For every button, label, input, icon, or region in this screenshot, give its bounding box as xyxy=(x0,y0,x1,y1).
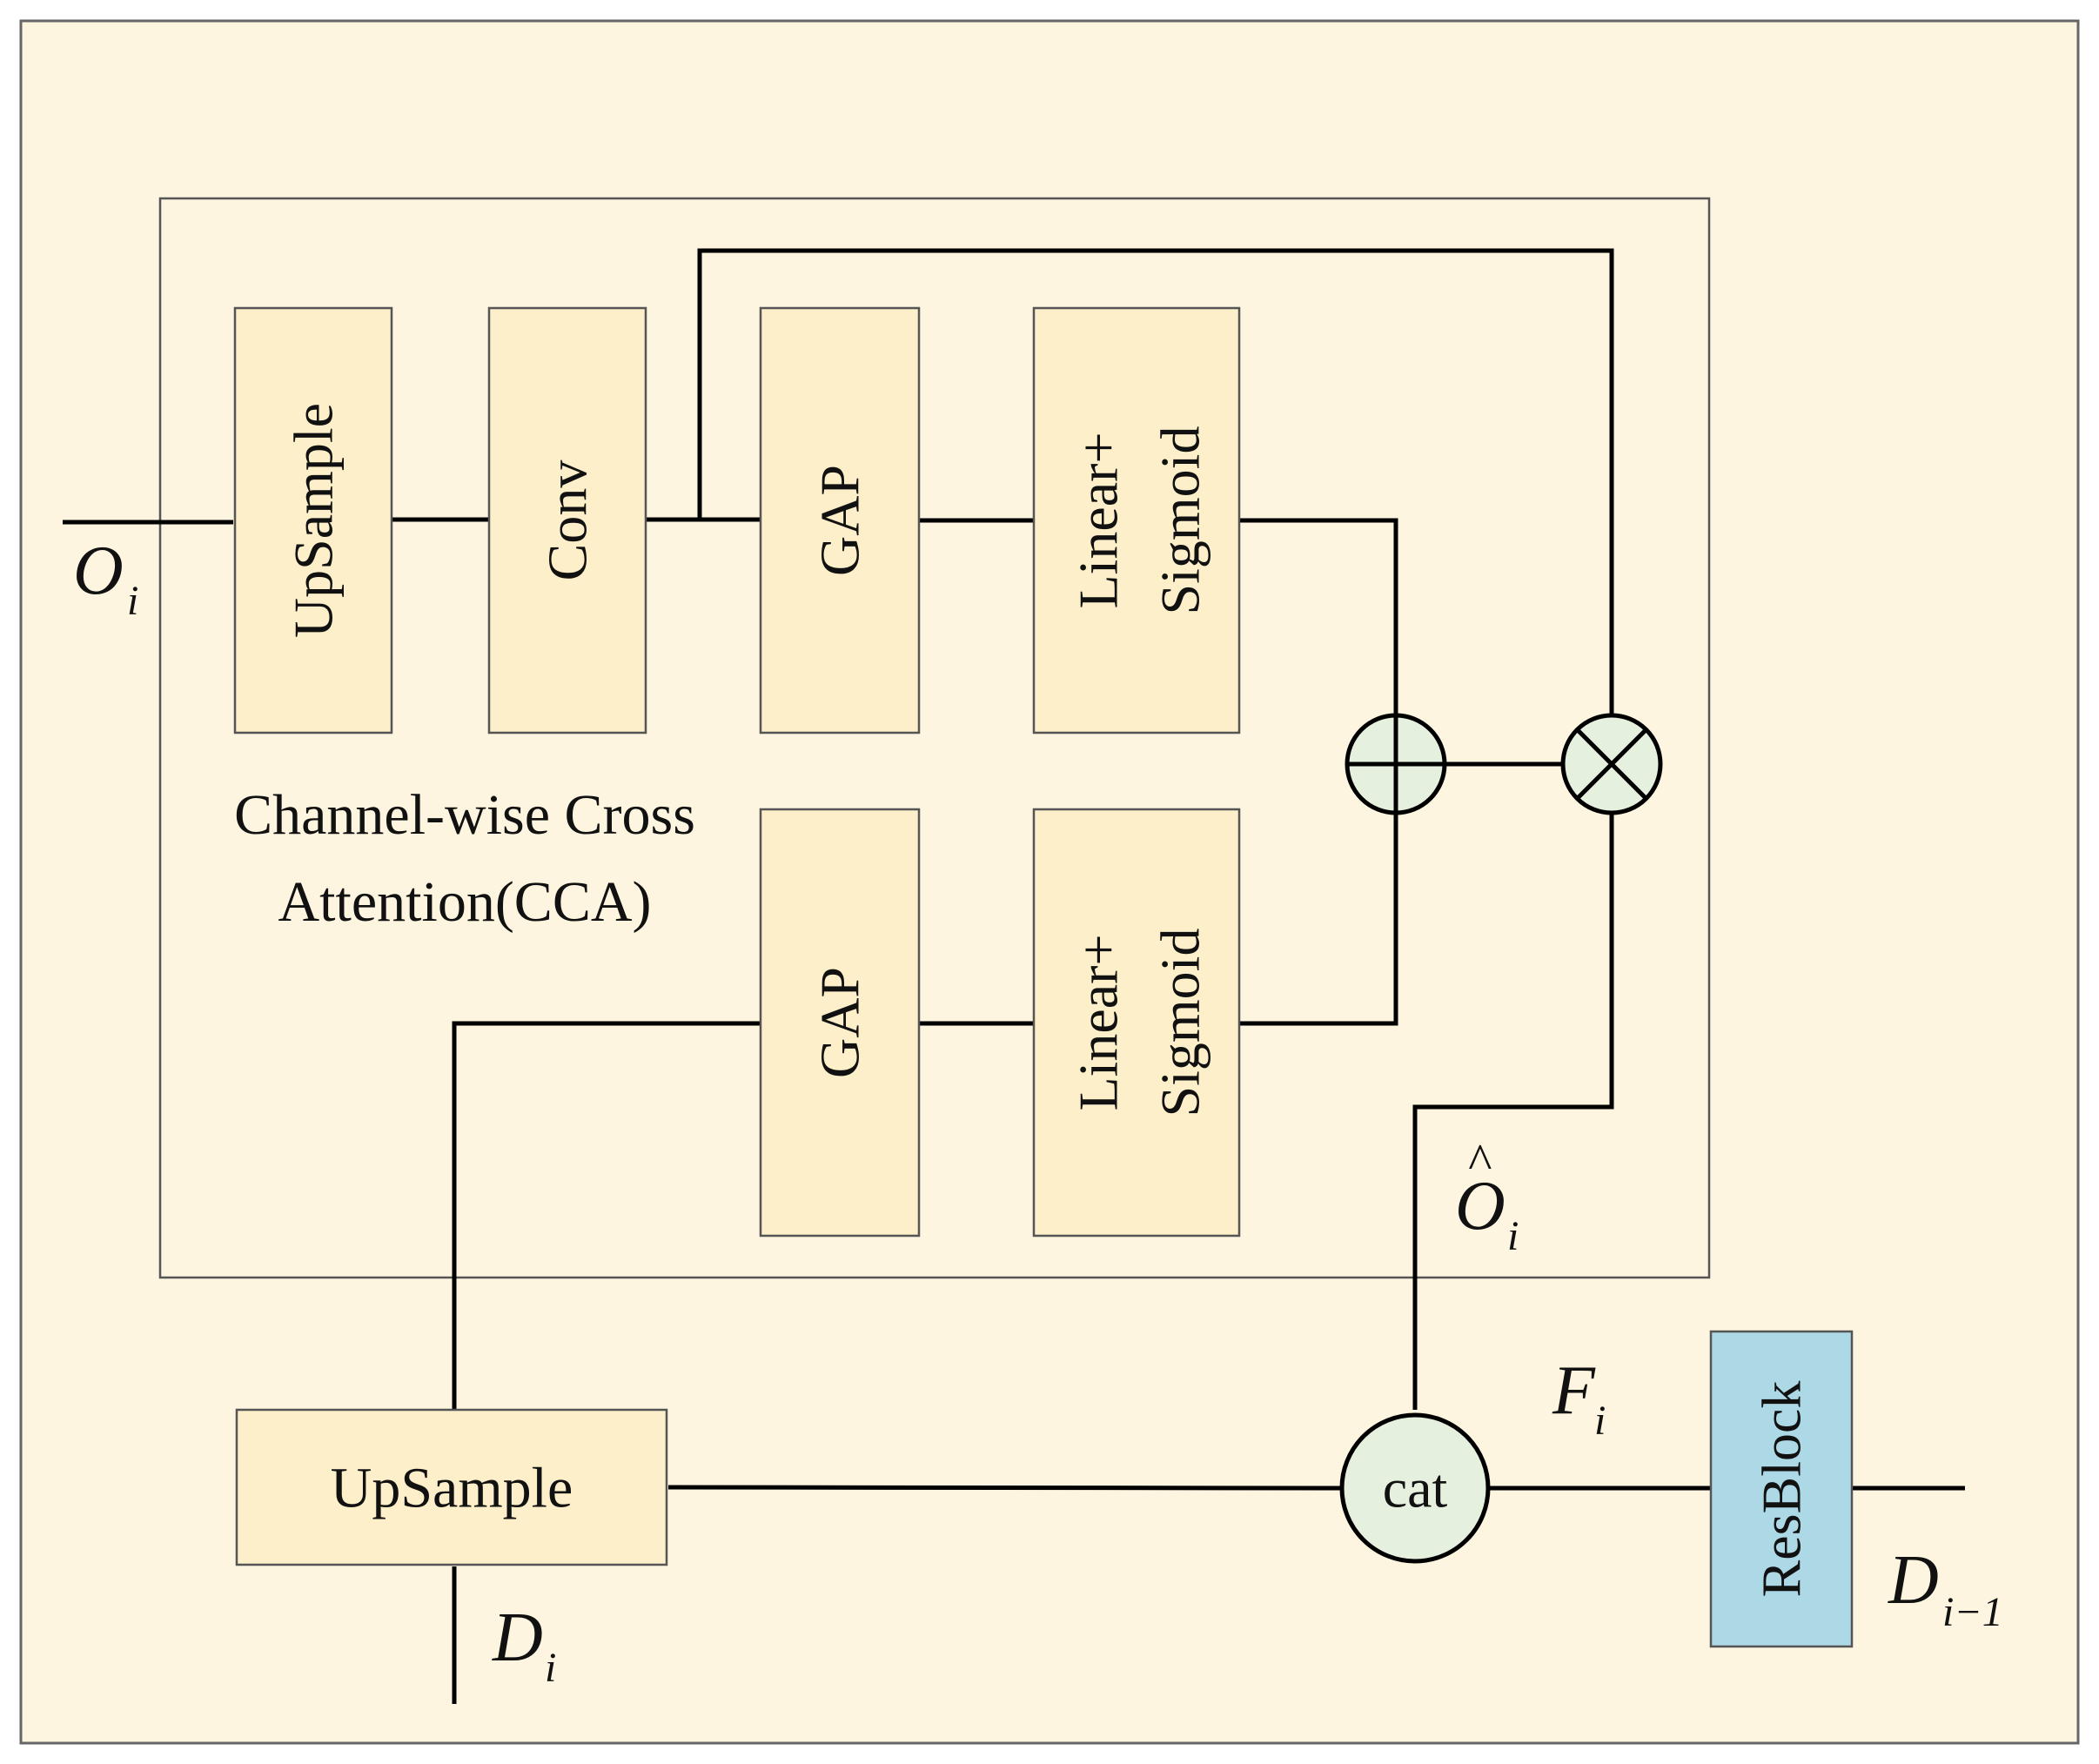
block-gap-bottom-label: GAP xyxy=(809,967,871,1078)
block-upsample-top: UpSample xyxy=(233,306,393,734)
cca-module-box xyxy=(158,197,1711,1279)
cat-operator: cat xyxy=(1339,1412,1491,1564)
arrow-linear-bottom-to-add xyxy=(1239,813,1398,1026)
symbol-o-i: O i xyxy=(73,533,138,624)
block-linear-top-label-2: Sigmoid xyxy=(1150,426,1211,615)
multiply-operator-icon xyxy=(1560,713,1663,815)
connection-lines xyxy=(63,248,1965,1704)
block-gap-top-label: GAP xyxy=(809,465,871,576)
block-conv-label: Conv xyxy=(537,460,599,581)
block-linear-bottom-label-1: Linear+ xyxy=(1068,934,1130,1110)
add-operator-icon xyxy=(1345,713,1447,815)
symbol-d-out-sub: i−1 xyxy=(1942,1589,2003,1635)
block-upsample-top-label: UpSample xyxy=(283,403,345,638)
symbol-d-i-sub: i xyxy=(545,1645,556,1691)
symbol-o-hat-base: O xyxy=(1455,1168,1506,1244)
block-gap-bottom: GAP xyxy=(759,808,921,1237)
block-upsample-bottom-label: UpSample xyxy=(331,1457,573,1520)
symbol-d-out-base: D xyxy=(1888,1542,1939,1619)
arrow-upsample-to-gap-bottom xyxy=(452,1021,761,1410)
cca-label-line2: Attention(CCA) xyxy=(278,870,652,934)
cat-label: cat xyxy=(1383,1458,1448,1519)
arrow-multiply-to-cat xyxy=(1412,813,1614,1410)
block-gap-top: GAP xyxy=(759,306,921,734)
block-linear-sigmoid-bottom: Linear+ Sigmoid xyxy=(1032,808,1241,1237)
symbol-d-i-minus-1: D i−1 xyxy=(1888,1542,2003,1635)
symbol-o-hat-mark: ^ xyxy=(1467,1133,1492,1190)
symbol-o-i-base: O xyxy=(73,533,124,609)
block-resblock-label: ResBlock xyxy=(1751,1381,1813,1598)
block-resblock: ResBlock xyxy=(1709,1330,1854,1648)
block-upsample-bottom: UpSample xyxy=(235,1408,668,1566)
symbol-f-i-sub: i xyxy=(1594,1398,1606,1444)
block-conv: Conv xyxy=(487,306,647,734)
symbol-f-i-base: F xyxy=(1552,1352,1596,1429)
skip-path-conv-to-multiply xyxy=(697,248,1614,715)
symbol-o-i-sub: i xyxy=(127,578,138,624)
symbol-d-i-base: D xyxy=(492,1600,543,1676)
symbol-o-hat-i: ^ O i xyxy=(1455,1133,1519,1259)
symbol-o-hat-sub: i xyxy=(1507,1213,1519,1259)
arrow-linear-top-to-add xyxy=(1239,518,1398,715)
cca-label-line1: Channel-wise Cross xyxy=(234,783,695,847)
arrow-upsample-to-cat xyxy=(667,1485,1343,1491)
block-linear-top-label-1: Linear+ xyxy=(1068,432,1130,608)
symbol-f-i: F i xyxy=(1552,1352,1606,1444)
block-linear-bottom-label-2: Sigmoid xyxy=(1150,929,1211,1117)
symbol-d-i: D i xyxy=(492,1600,556,1691)
block-linear-sigmoid-top: Linear+ Sigmoid xyxy=(1032,306,1241,734)
